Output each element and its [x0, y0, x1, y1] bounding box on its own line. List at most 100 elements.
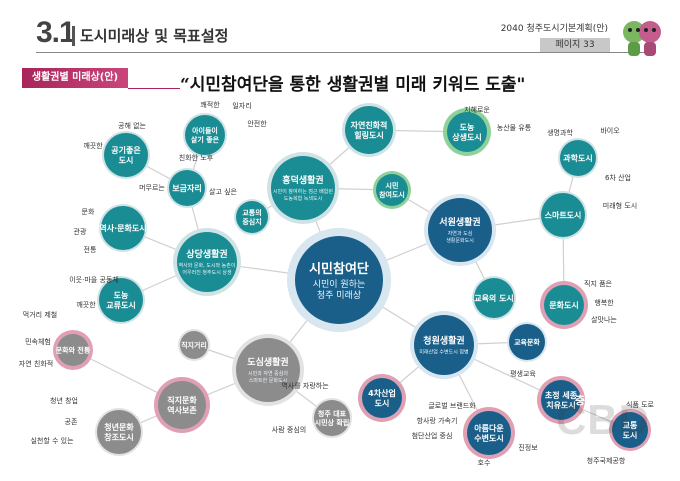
node-label: 교류도시 [106, 301, 135, 310]
watermark-logo: CBD [556, 396, 650, 443]
node-circle [101, 206, 145, 250]
node-label: 아이들이 [192, 126, 218, 135]
node-gyoyuk: 교육의 도시 [472, 276, 516, 320]
section-tag: 생활권별 미래상(안) [22, 68, 128, 88]
node-label: 힐링도시 [354, 130, 383, 140]
node-circle [560, 140, 596, 176]
keyword-label: 바이오 [600, 126, 620, 135]
node-circle [177, 232, 237, 292]
mascot-icon [623, 21, 661, 56]
node-circle [158, 381, 206, 429]
keyword-label: 공해 없는 [118, 121, 147, 130]
node-circle [544, 285, 584, 325]
node-label: 시민상 확립 [315, 418, 350, 427]
node-circle [236, 201, 268, 233]
node-subtitle: 생활문화도시 [446, 237, 474, 244]
node-circle [376, 174, 408, 206]
keyword-label: 역사를 자랑하는 [281, 381, 329, 390]
node-label: 도농 [114, 290, 129, 300]
node-label: 청원생활권 [423, 335, 464, 347]
node-label: 역사·문화도시 [99, 223, 146, 233]
node-label: 문화와 전통 [56, 346, 91, 355]
page-label: 페이지 33 [540, 38, 610, 52]
node-yeoksa: 역사·문화도시 [99, 204, 147, 252]
keyword-label: 청주국제공항 [587, 456, 626, 465]
node-subtitle: 자연과 도심 [448, 230, 473, 237]
keyword-label: 일자리 [232, 101, 251, 110]
keyword-label: 자연 친화적 [19, 359, 53, 368]
node-label: 공기좋은 [111, 145, 141, 155]
node-circle [428, 198, 492, 262]
node-munhwa: 문화도시 [540, 281, 588, 329]
node-label: 도시 [623, 431, 638, 440]
node-subtitle: 시민이 원하는 [313, 279, 366, 290]
keyword-label: 지혜로운 [464, 105, 490, 114]
keyword-label: 글로벌 브랜드화 [428, 401, 476, 410]
node-circle [97, 410, 141, 454]
node-bogeum: 보금자리 [167, 168, 207, 208]
node-label: 교육문화 [514, 338, 540, 347]
keyword-label: 청년 창업 [50, 396, 78, 405]
node-label: 스마트도시 [545, 210, 582, 220]
keyword-label: 살고 싶은 [209, 187, 238, 196]
node-label: 도시 [119, 156, 134, 165]
node-jikjigeori: 직지거리 [178, 329, 210, 361]
keyword-label: 머무르는 [139, 183, 165, 192]
node-subtitle: 시민과 자연 중심의 [248, 370, 288, 377]
node-label: 창조도시 [104, 432, 133, 442]
node-label: 자연친화적 [351, 120, 388, 130]
document-title: 2040 청주도시기본계획(안) [500, 24, 608, 34]
node-label: 상생도시 [452, 132, 481, 142]
keyword-label: 공존 [65, 418, 78, 426]
keyword-label: 먹거리 제철 [23, 310, 57, 319]
node-circle [99, 278, 143, 322]
node-label: 흥덕생활권 [282, 174, 323, 186]
node-circle [362, 378, 402, 418]
node-label: 시민 [386, 181, 399, 190]
node-label: 도심생활권 [247, 356, 288, 368]
keyword-label: 식품 도로 [626, 400, 655, 409]
node-circle [180, 331, 208, 359]
node-label: 보금자리 [172, 183, 201, 193]
headline: “시민참여단을 통한 생활권별 미래 키워드 도출" [180, 75, 526, 95]
node-circle [169, 170, 205, 206]
node-subtitle: 청주 미래상 [317, 290, 361, 301]
keyword-label: 평생교육 [510, 369, 536, 378]
node-circle [612, 412, 648, 448]
node-label: 4차산업 [368, 388, 396, 398]
node-label: 참여도시 [379, 190, 405, 199]
node-label: 과학도시 [563, 153, 592, 163]
keyword-label: 전통 [84, 245, 97, 254]
node-subtitle: 스마트한 문화도시 [249, 377, 287, 384]
keyword-label: 행복한 [594, 298, 614, 307]
node-label: 서원생활권 [439, 216, 480, 228]
keyword-label: 농산물 유통 [497, 123, 532, 132]
node-circle [236, 338, 300, 402]
keyword-label: 민속체험 [25, 337, 51, 346]
section-title: 도시미래상 및 목표설정 [80, 27, 229, 45]
keyword-label: 미래형 도시 [603, 201, 637, 210]
node-label: 아름다운 [474, 423, 504, 433]
keyword-label: 사람 중심의 [272, 425, 306, 434]
node-circle [447, 112, 487, 152]
node-circle [295, 236, 383, 324]
watermark-subtitle: 충북데일리 [575, 394, 626, 407]
node-circle [57, 334, 89, 366]
node-circle [414, 315, 474, 375]
